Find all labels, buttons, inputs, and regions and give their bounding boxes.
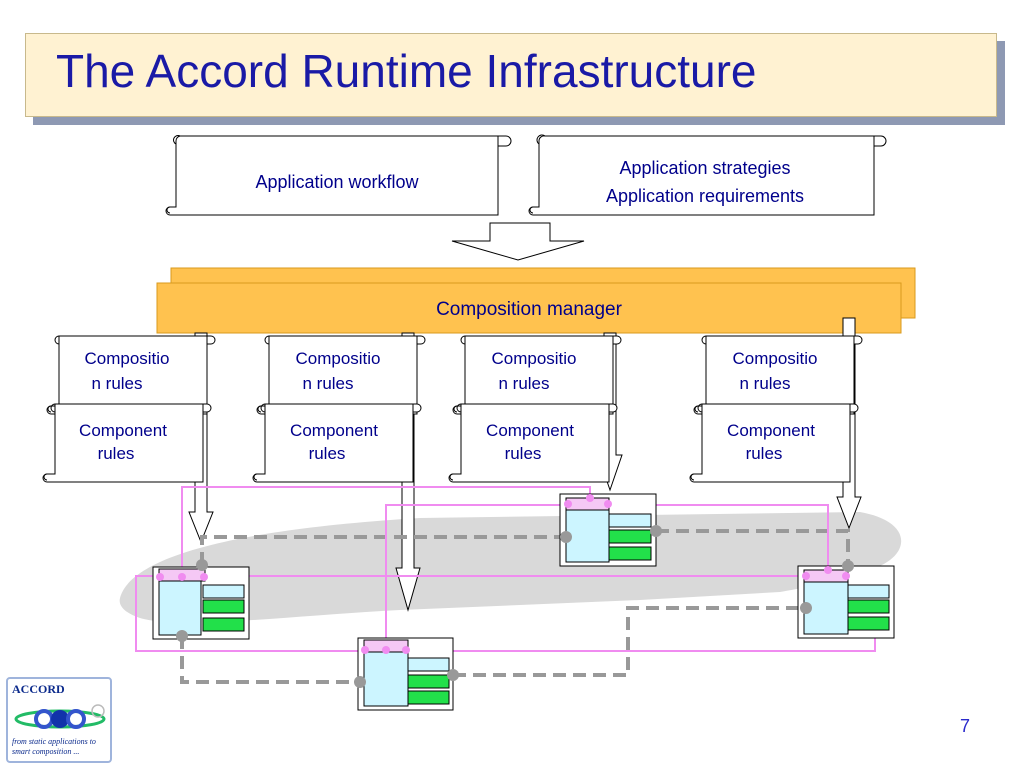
gray-port (842, 560, 854, 572)
component-rules-scroll (448, 403, 618, 483)
component-rules-scroll (689, 403, 859, 483)
rule-column-1: Compositio n rules Component rules (42, 335, 216, 483)
composition-rules-line-2: n rules (91, 374, 142, 393)
pink-port (564, 500, 572, 508)
pink-port (402, 646, 410, 654)
dashed-link-right (656, 529, 850, 566)
composition-rules-line-1: Compositio (84, 349, 169, 368)
pink-port (156, 573, 164, 581)
composition-manager: Composition manager (156, 267, 916, 334)
component-rules-line-1: Component (486, 421, 574, 440)
pink-ports (156, 494, 850, 654)
pink-port (361, 646, 369, 654)
component-rules-scroll (252, 403, 422, 483)
gray-port (196, 559, 208, 571)
pink-port (802, 572, 810, 580)
gray-ports (176, 525, 854, 688)
dashed-link-bottom-left (180, 636, 360, 684)
composition-rules-line-2: n rules (498, 374, 549, 393)
logo-tagline-line-2: smart composition ... (12, 747, 80, 756)
pink-port (604, 500, 612, 508)
slide-number: 7 (960, 716, 971, 736)
title-banner: The Accord Runtime Infrastructure (25, 33, 997, 117)
rule-column-4: Compositio n rules Component rules (689, 335, 863, 483)
gray-port (447, 669, 459, 681)
slide-title: The Accord Runtime Infrastructure (56, 45, 757, 97)
pink-port (178, 573, 186, 581)
logo-name: ACCORD (12, 682, 65, 696)
gray-port (650, 525, 662, 537)
component-rules-line-2: rules (746, 444, 783, 463)
composition-manager-label: Composition manager (436, 299, 623, 320)
composition-rules-line-2: n rules (302, 374, 353, 393)
pink-link-a (181, 486, 591, 578)
pink-port (382, 646, 390, 654)
pink-port (200, 573, 208, 581)
composition-rules-line-1: Compositio (491, 349, 576, 368)
application-strategies-scroll: Application strategies Application requi… (528, 134, 887, 216)
composition-rules-line-1: Compositio (295, 349, 380, 368)
component-rules-line-1: Component (79, 421, 167, 440)
strategies-label: Application strategies (619, 158, 790, 178)
gray-port (560, 531, 572, 543)
accord-emblem-icon (14, 704, 106, 729)
dashed-link-top (200, 535, 566, 565)
pink-port (842, 572, 850, 580)
gray-port (800, 602, 812, 614)
background-swoosh (119, 512, 902, 623)
rule-column-2: Compositio n rules Component rules (252, 335, 426, 483)
dashed-connectors (180, 529, 850, 684)
composition-rules-line-2: n rules (739, 374, 790, 393)
component-rules-line-1: Component (727, 421, 815, 440)
gray-port (176, 630, 188, 642)
workflow-label: Application workflow (255, 172, 419, 192)
logo-tagline: from static applications to smart compos… (12, 737, 110, 757)
down-block-arrow (451, 222, 585, 261)
pink-port (824, 566, 832, 574)
gray-port (354, 676, 366, 688)
component-rules-line-2: rules (309, 444, 346, 463)
component-rules-line-1: Component (290, 421, 378, 440)
pink-port (586, 494, 594, 502)
rule-column-3: Compositio n rules Component rules (448, 335, 622, 483)
component-3 (559, 493, 657, 567)
application-workflow-scroll: Application workflow (165, 135, 512, 216)
component-rules-scroll (42, 403, 212, 483)
component-rules-line-2: rules (505, 444, 542, 463)
component-rules-line-2: rules (98, 444, 135, 463)
requirements-label: Application requirements (606, 186, 804, 206)
component-4 (797, 565, 895, 639)
accord-logo: ACCORD from static applications to smart… (6, 677, 112, 763)
composition-rules-line-1: Compositio (732, 349, 817, 368)
logo-tagline-line-1: from static applications to (12, 737, 96, 746)
dashed-link-bottom-right (453, 606, 806, 677)
